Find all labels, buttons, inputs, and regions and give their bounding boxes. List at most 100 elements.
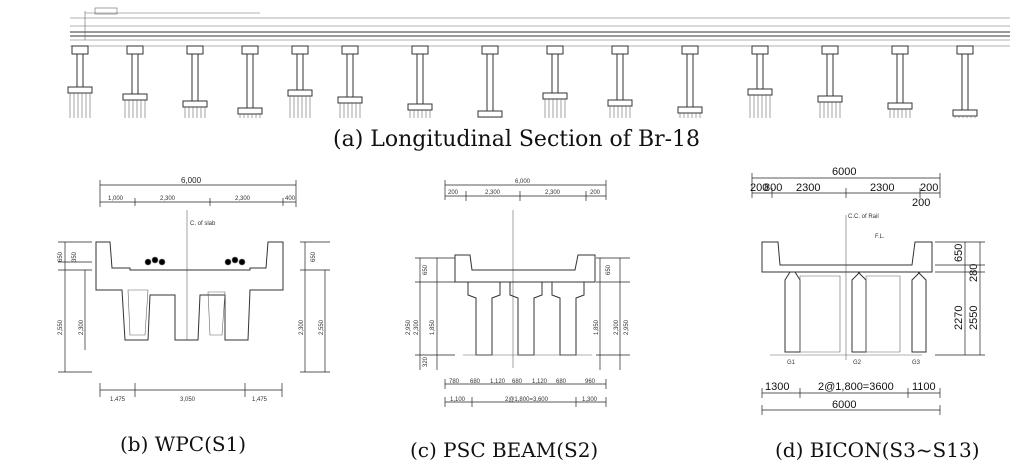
pier-footing [182,100,208,108]
bicon-right-vert-4: 2550 [968,306,980,330]
wpc-top-part-2: 2,300 [160,196,176,202]
pier-column [686,53,694,108]
wpc-bottom-1: 1,475 [110,397,126,403]
wpc-right-vert-2: 2,300 [299,319,305,335]
bicon-fl-label: F.L. [875,234,885,240]
pier-column [296,53,304,91]
pier-footing [887,102,913,110]
pier-column [486,53,494,112]
psc-bottom-part-5: 1,120 [532,379,548,385]
pier-cap [546,45,564,55]
psc-right-vert-4: 2,950 [624,319,630,335]
caption-wpc: (b) WPC(S1) [120,432,247,456]
pier-cap [611,45,629,55]
longitudinal-section-drawing [70,7,1010,47]
bicon-girder-3: G3 [912,360,921,366]
pier-column [826,53,834,97]
pier-footing [337,96,363,104]
caption-longitudinal-section: (a) Longitudinal Section of Br-18 [333,127,701,152]
pier-cap [481,45,499,55]
psc-bottom-part-3: 1,120 [490,379,506,385]
psc-bottom-part-6: 680 [556,379,567,385]
pier-cap [186,45,204,55]
bicon-girder-1: G1 [787,360,796,366]
pier-footing [122,93,148,101]
pier-cap [681,45,699,55]
pier-cap [751,45,769,55]
bicon-right-vert-3: 2270 [953,306,965,330]
wpc-left-vert-2: 350 [72,251,78,262]
pier-footing [477,110,503,118]
pier-footing [607,99,633,107]
pier-column [616,53,624,101]
bicon-bottom-part-2: 2@1,800=3600 [818,381,894,393]
wpc-top-part-3: 2,300 [235,196,251,202]
bicon-drawing [751,173,985,415]
pier-column [551,53,559,94]
wpc-bottom-3: 1,475 [252,397,268,403]
psc-right-vert-1: 650 [606,264,612,275]
pier-group [67,45,978,118]
pier-footing [237,107,263,115]
pier-column [76,53,84,88]
psc-left-vert-5: 320 [423,356,429,367]
psc-left-vert-4: 2,950 [406,319,412,335]
pier-column [416,53,424,105]
wpc-left-vert-3: 2,300 [79,319,85,335]
bicon-top-part-1: 200 [750,182,768,194]
pier-cap [241,45,259,55]
pier-footing [407,103,433,111]
bicon-top-part-2: 800 [764,182,782,194]
bicon-bottom-part-1: 1300 [765,381,789,393]
wpc-right-vert-3: 2,550 [319,319,325,335]
wpc-top-total: 6,000 [181,176,202,185]
wpc-bottom-2: 3,050 [180,397,196,403]
psc-bottom-part-7: 960 [585,379,596,385]
psc-bottom-part-4: 680 [512,379,523,385]
pier-footing [817,95,843,103]
pier-column [346,53,354,98]
pier-footing [67,86,93,94]
pier-column [896,53,904,104]
wpc-centerline-label: C. of slab [190,221,216,227]
pier-footing [677,106,703,114]
wpc-right-vert-1: 650 [311,251,317,262]
pier-cap [956,45,974,55]
psc-bottom-part-2: 680 [470,379,481,385]
pier-cap [71,45,89,55]
psc-top-part-1: 200 [448,190,459,196]
psc-top-part-3: 2,300 [545,190,561,196]
wpc-top-part-4: 400 [285,196,296,202]
bicon-right-vert-1: 650 [953,244,965,262]
bicon-top-part-4: 2300 [870,182,894,194]
psc-bottom-part-1: 780 [449,379,460,385]
psc-top-part-2: 2,300 [485,190,501,196]
pier-cap [821,45,839,55]
wpc-drawing [58,180,330,397]
pier-column [961,53,969,111]
bicon-centerline-label: C.C. of Rail [848,214,879,220]
psc-left-vert-1: 650 [423,264,429,275]
bicon-bottom-part-3: 1100 [912,381,936,393]
psc-bottom-total-2: 2@1,800=3,600 [505,397,549,403]
wpc-left-vert-1: 650 [58,251,64,262]
wpc-top-part-1: 1,000 [108,196,124,202]
pier-column [756,53,764,90]
psc-top-total: 6,000 [515,179,531,185]
bicon-bottom-total: 6000 [832,399,856,411]
pier-column [191,53,199,102]
pier-footing [287,89,313,97]
pier-cap [126,45,144,55]
pier-column [246,53,254,109]
bicon-right-vert-2: 280 [968,264,980,282]
psc-right-vert-2: 1,850 [594,319,600,335]
pier-cap [341,45,359,55]
pier-footing [542,92,568,100]
pier-cap [891,45,909,55]
psc-drawing [415,180,630,407]
caption-bicon: (d) BICON(S3~S13) [775,438,980,462]
psc-left-vert-2: 2,300 [414,319,420,335]
bicon-top-total: 6000 [832,166,856,178]
bicon-extra-200: 200 [912,197,930,209]
